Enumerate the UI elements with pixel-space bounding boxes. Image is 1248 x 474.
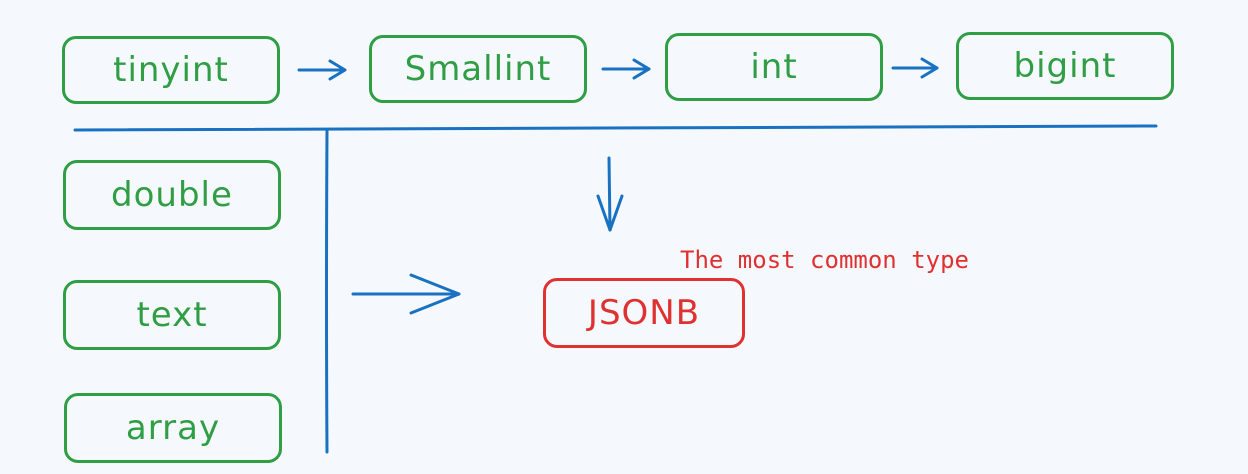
annotation-note: The most common type [680,246,969,274]
arrow-right-to-jsonb [351,273,461,315]
node-text-label: text [136,295,208,335]
node-double-label: double [111,175,233,215]
node-smallint-label: Smallint [404,49,552,89]
node-int-label: int [750,47,798,87]
node-smallint: Smallint [369,35,587,103]
node-bigint-label: bigint [1013,46,1117,86]
node-bigint: bigint [956,32,1174,100]
arrow-down-to-jsonb [596,156,624,232]
node-text: text [63,280,281,350]
node-tinyint-label: tinyint [113,50,229,90]
node-array-label: array [125,408,221,448]
node-array: array [64,393,282,463]
arrow-tinyint-to-smallint [297,59,347,81]
arrow-smallint-to-int [601,58,651,80]
node-jsonb: JSONB [543,278,745,348]
vertical-divider [325,129,329,454]
horizontal-divider [73,124,1158,132]
node-tinyint: tinyint [62,36,280,104]
node-jsonb-label: JSONB [587,293,701,333]
arrow-int-to-bigint [891,57,939,79]
node-int: int [665,33,883,101]
node-double: double [63,160,281,230]
